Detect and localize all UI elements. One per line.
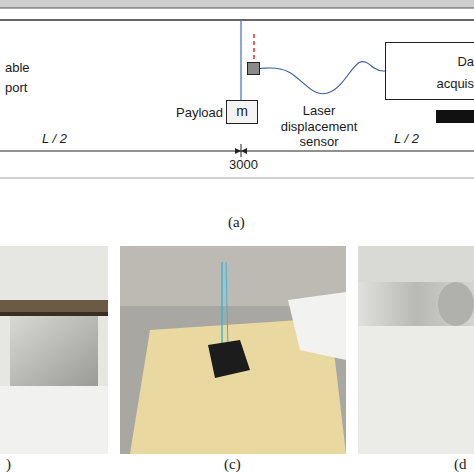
node-text: Payload xyxy=(176,105,223,121)
dimension-arrows xyxy=(235,148,247,154)
node-text: m xyxy=(227,101,257,122)
dimension-label: L / 2 xyxy=(40,131,69,146)
node-text: Laser displacement sensor xyxy=(263,103,375,150)
acquisition-box: Da acquis xyxy=(385,42,474,100)
photo-d xyxy=(358,246,474,454)
part-label: port xyxy=(3,80,29,95)
frame-line xyxy=(0,178,474,179)
part-label: able xyxy=(3,60,32,75)
payload-box: Payloadm xyxy=(226,100,258,124)
frame-line xyxy=(0,8,474,9)
dimension-label: L / 2 xyxy=(392,131,421,146)
beam-line xyxy=(0,19,474,21)
panel-label: (c) xyxy=(222,456,243,473)
panel-label: ) xyxy=(4,456,13,473)
photo-c xyxy=(120,246,346,454)
suspension-wire xyxy=(240,20,241,100)
dimension-label: 3000 xyxy=(227,157,260,172)
frame-bar xyxy=(0,0,474,8)
cable xyxy=(260,62,385,94)
sensor-box: Laser displacement sensor xyxy=(247,62,260,75)
device-bar xyxy=(436,110,474,123)
panel-label: (a) xyxy=(226,214,247,231)
panel-label: (d xyxy=(452,456,469,473)
node-text: Da acquis xyxy=(424,51,474,95)
photo-b xyxy=(0,246,108,454)
laser-beam xyxy=(253,34,254,62)
